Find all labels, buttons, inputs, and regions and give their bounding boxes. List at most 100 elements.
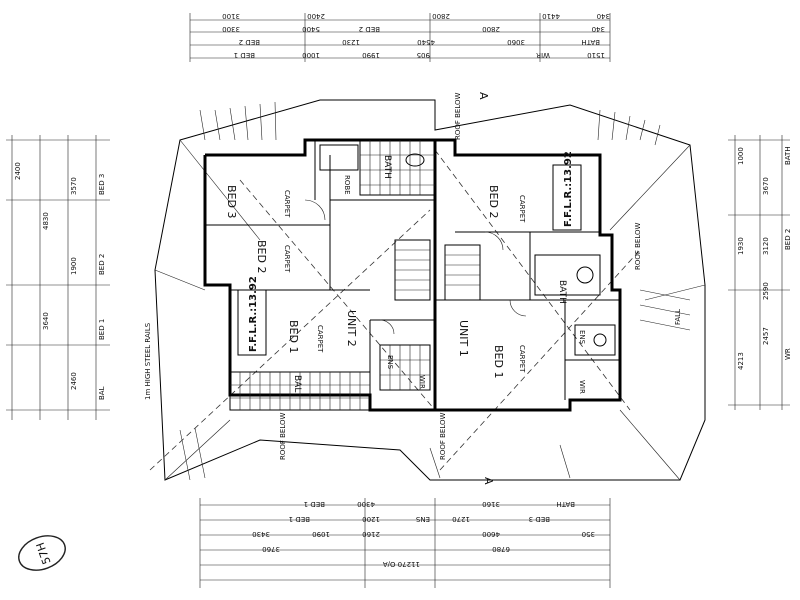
room-robe: ROBE [343,175,351,195]
right-dim-4: 2590 [762,282,770,300]
building-walls [203,138,622,412]
balcony [229,371,371,411]
room-unit2: UNIT 2 [345,310,358,347]
room-bed2-left-floor: CARPET [283,245,291,273]
bathroom-tiles [319,139,616,391]
right-dim-6: 2457 [762,327,770,345]
right-dim-2: 1930 [737,237,745,255]
top-dim-r4-0: BED 1 [234,51,255,59]
construction-lines [149,149,641,471]
room-wir-right: WIR [578,380,586,394]
room-bath-right: BATH [557,280,567,304]
top-dimension-strings: 2800 2400 3100 4410 340 BED 2 3300 5400 … [189,12,611,62]
left-dim-0: 2400 [14,162,22,180]
bottom-dim-r4-0: 3760 [262,545,280,553]
top-dim-r1-3: 4410 [542,12,560,20]
bottom-dim-r2-1: 1200 [362,515,380,523]
left-dim-2: 3640 [42,312,50,330]
handwritten-stamp: 57H [18,535,66,571]
top-dim-r2-1: 3300 [222,25,240,33]
roof-notes: ROOF BELOW ROOF BELOW ROOF BELOW ROOF BE… [144,92,682,485]
top-dim-r2-3: 2800 [482,25,500,33]
top-dim-r3-2: 4540 [417,38,435,46]
room-bed3: BED 3 [225,185,238,218]
roof-below-bottom-right: ROOF BELOW [439,412,447,460]
room-unit1: UNIT 1 [457,320,470,357]
ffl-right: F.F.L.R.:13.92 [563,151,574,227]
room-labels: BED 3 CARPET ROBE BED 2 CARPET BED 1 CAR… [225,155,586,394]
bottom-dim-r2-2: ENS [415,515,430,523]
room-bed2-right: BED 2 [487,185,500,218]
room-bed2-right-floor: CARPET [518,195,526,223]
ffl-left: F.F.L.R.:13.92 [248,276,259,352]
room-bed3-floor: CARPET [283,190,291,218]
bottom-dim-r3-4: 350 [582,530,595,538]
bottom-dim-r1-3: 3160 [482,500,500,508]
room-ens-right: ENS [578,330,586,345]
top-dim-r4-2: 1990 [362,51,380,59]
left-dim-4: 1900 [70,257,78,275]
bottom-dim-r3-0: 3430 [252,530,270,538]
stamp-text: 57H [34,541,54,566]
room-bed1-right-floor: CARPET [518,345,526,373]
left-dim-label-bed3: BED 3 [98,174,106,195]
room-wir-left: WIR [418,375,426,389]
left-dim-5: 2460 [70,372,78,390]
top-dim-r1-2: 3100 [222,12,240,20]
top-dim-r1-4: 340 [597,12,610,20]
bottom-dimension-strings: BED 1 4300 BATH 3160 BED 1 1200 ENS 1270… [199,498,611,588]
top-dim-r3-4: BATH [581,38,600,46]
right-dim-1: 3670 [762,177,770,195]
roof-below-top: ROOF BELOW [454,92,462,140]
top-dim-r2-4: 340 [592,25,605,33]
right-dim-label-bath: BATH [784,146,792,165]
bottom-dim-r4-1: 6780 [492,545,510,553]
bottom-dim-r5: 11270 O/A [383,560,420,568]
right-dim-5: 4213 [737,352,745,370]
section-marker-top: A [477,92,490,100]
top-dim-r2-2: 5400 [302,25,320,33]
top-dim-r4-1: 1000 [302,51,320,59]
top-dim-r3-3: 3060 [507,38,525,46]
top-dim-r4-4: WIR [536,51,550,59]
left-dim-1: 4830 [42,212,50,230]
top-dim-r3-1: 1230 [342,38,360,46]
bottom-dim-r3-2: 2160 [362,530,380,538]
right-dimension-strings: 1000 3670 1930 3120 2590 4213 2457 BATH … [728,135,792,410]
left-dim-3: 3570 [70,177,78,195]
bottom-dim-r2-0: BED 1 [289,515,310,523]
right-dim-0: 1000 [737,147,745,165]
fall-note: FALL [674,309,682,325]
top-dim-r4-3: 905 [417,51,430,59]
room-bed1-left: BED 1 [287,320,300,353]
bottom-dim-r3-1: 1090 [312,530,330,538]
bottom-dim-r3-3: 4600 [482,530,500,538]
top-dim-r1-0: 2800 [432,12,450,20]
right-dim-3: 3120 [762,237,770,255]
bottom-dim-r1-1: 4300 [357,500,375,508]
bottom-dim-r2-3: 1270 [452,515,470,523]
roof-below-right: ROOF BELOW [634,222,642,270]
top-dim-r4-5: 1510 [587,51,605,59]
floor-level-tags: F.F.L.R.:13.92 F.F.L.R.:13.92 [237,151,582,356]
roof-below-bottom-left: ROOF BELOW [279,412,287,460]
bottom-dim-r1-2: BATH [556,500,575,508]
room-ens-left: ENS [386,355,394,370]
top-dim-r3-0: BED 2 [239,38,260,46]
top-dim-r1-1: 2400 [307,12,325,20]
left-dim-label-bal: BAL [98,386,106,400]
left-dim-label-bed1: BED 1 [98,319,106,340]
rail-note: 1m HIGH STEEL RAILS [144,322,152,400]
roof-outline [154,99,706,481]
bottom-dim-r1-0: BED 1 [304,500,325,508]
room-bath-left: BATH [382,155,392,179]
room-bed1-left-floor: CARPET [316,325,324,353]
room-bed1-right: BED 1 [492,345,505,378]
left-dim-label-bed2: BED 2 [98,254,106,275]
section-marker-bottom: A [482,477,495,485]
top-dim-r2-0: BED 2 [359,25,380,33]
right-dim-label-wr: WR [784,348,792,360]
left-dimension-strings: 2400 4830 3640 3570 1900 2460 BED 3 BED … [6,135,110,420]
bottom-dim-r2-4: BED 3 [529,515,550,523]
